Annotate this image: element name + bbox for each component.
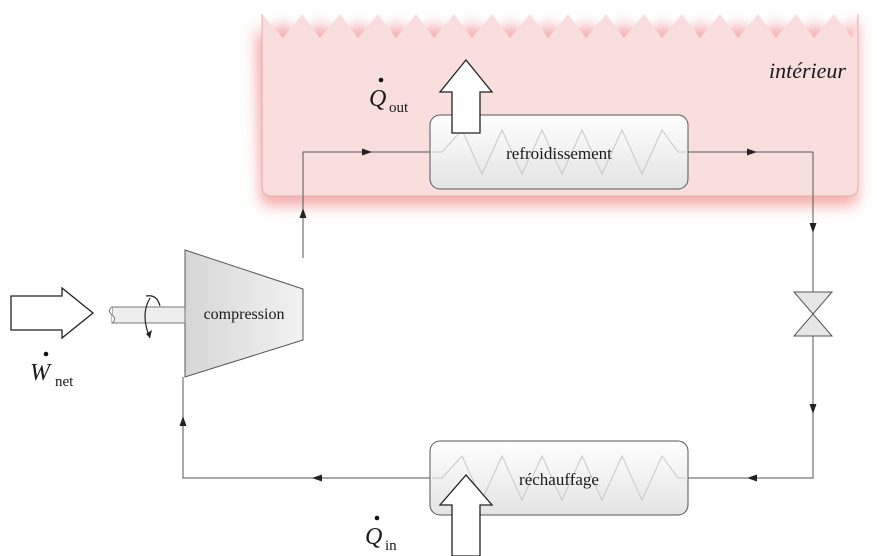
interior-zone: intérieur: [255, 14, 859, 206]
svg-text:out: out: [389, 100, 409, 116]
expansion-valve: [792, 291, 834, 337]
w-net-label: W net: [30, 351, 74, 390]
cooling-label: refroidissement: [506, 144, 612, 163]
svg-text:Q: Q: [365, 524, 382, 550]
shaft: [109, 295, 186, 339]
heat-out-arrow: [438, 58, 494, 134]
flow-arrows: [179, 148, 817, 482]
work-input-arrow: [10, 286, 95, 340]
compressor-label: compression: [204, 306, 285, 323]
svg-text:in: in: [385, 538, 397, 554]
q-out-label: Q out: [369, 77, 409, 116]
compressor: compression: [184, 249, 304, 378]
cooling-exchanger: refroidissement: [429, 114, 689, 190]
svg-text:W: W: [30, 360, 52, 386]
heat-in-arrow: [438, 474, 494, 556]
svg-text:net: net: [55, 374, 74, 390]
svg-text:Q: Q: [369, 86, 386, 112]
heating-label: réchauffage: [519, 470, 599, 489]
interior-label: intérieur: [769, 58, 846, 83]
heating-exchanger: réchauffage: [429, 440, 689, 516]
q-in-label: Q in: [365, 515, 397, 554]
